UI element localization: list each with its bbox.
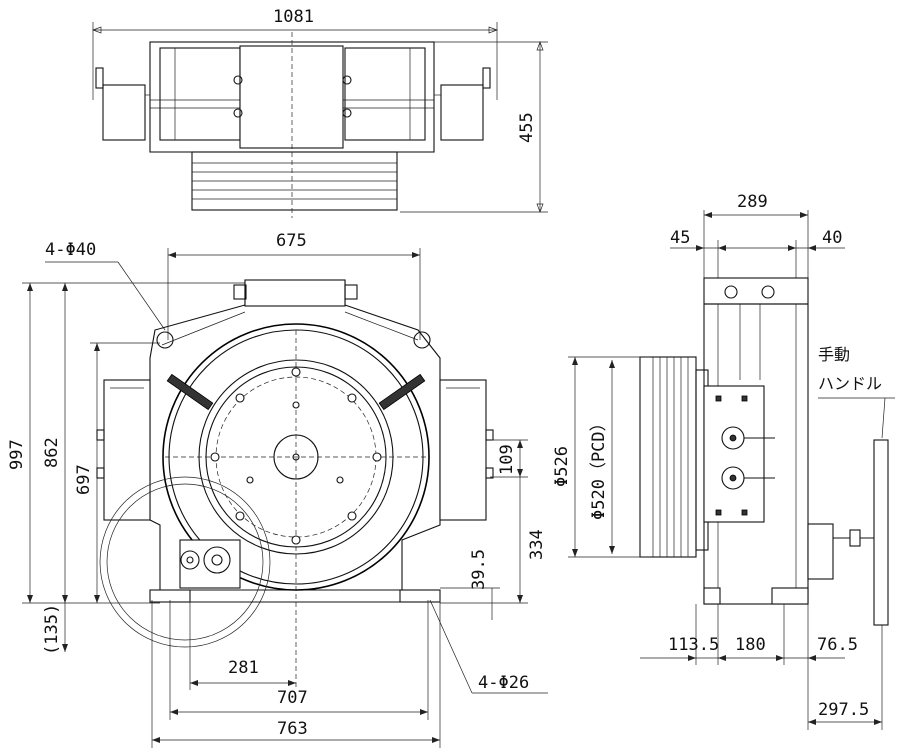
dim-113-5: 113.5	[668, 635, 719, 655]
dim-40: 40	[822, 228, 842, 248]
dim-180: 180	[735, 635, 766, 655]
dim-862: 862	[42, 437, 62, 468]
manual-handle-label-1: 手動	[818, 345, 850, 364]
dim-39-5: 39.5	[469, 549, 489, 590]
dim-45: 45	[670, 228, 690, 248]
dim-289: 289	[737, 192, 768, 212]
dim-997: 997	[7, 439, 27, 470]
label-mount-hole-top: 4-Φ40	[45, 240, 96, 260]
dim-phi526: Φ526	[552, 446, 572, 487]
side-view: 289 45 40	[552, 192, 895, 730]
dim-763: 763	[277, 719, 308, 739]
dim-297-5: 297.5	[818, 700, 869, 720]
dim-76-5: 76.5	[817, 635, 858, 655]
dim-109: 109	[497, 444, 517, 475]
dim-phi520-pcd: Φ520（PCD）	[589, 414, 609, 520]
dim-707: 707	[277, 688, 308, 708]
label-mount-hole-bottom: 4-Φ26	[478, 673, 529, 693]
dim-334: 334	[527, 529, 547, 560]
dim-697: 697	[74, 464, 94, 495]
manual-handle-label-2: ハンドル	[818, 374, 882, 393]
dim-281: 281	[228, 658, 259, 678]
front-view: 4-Φ40 675 997 862 697 (135)	[7, 231, 548, 748]
dim-455: 455	[517, 112, 537, 143]
sheave-bolts	[210, 367, 382, 545]
dim-675: 675	[276, 231, 307, 251]
dim-135: (135)	[42, 604, 62, 655]
dim-1081: 1081	[273, 7, 314, 27]
top-view: 1081 455	[92, 7, 548, 218]
